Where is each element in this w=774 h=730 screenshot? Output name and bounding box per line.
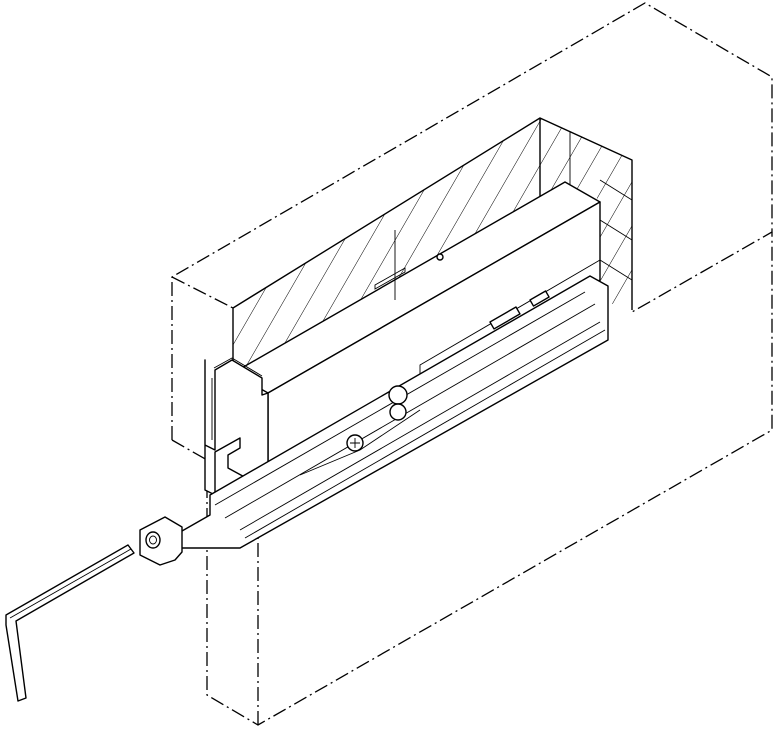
hex-key xyxy=(5,544,135,702)
slide-rail xyxy=(174,275,609,549)
arm-end-cap xyxy=(139,516,183,566)
ceiling-outline xyxy=(171,2,773,461)
closer-body xyxy=(232,181,601,471)
door-leaf-outline xyxy=(206,232,773,726)
